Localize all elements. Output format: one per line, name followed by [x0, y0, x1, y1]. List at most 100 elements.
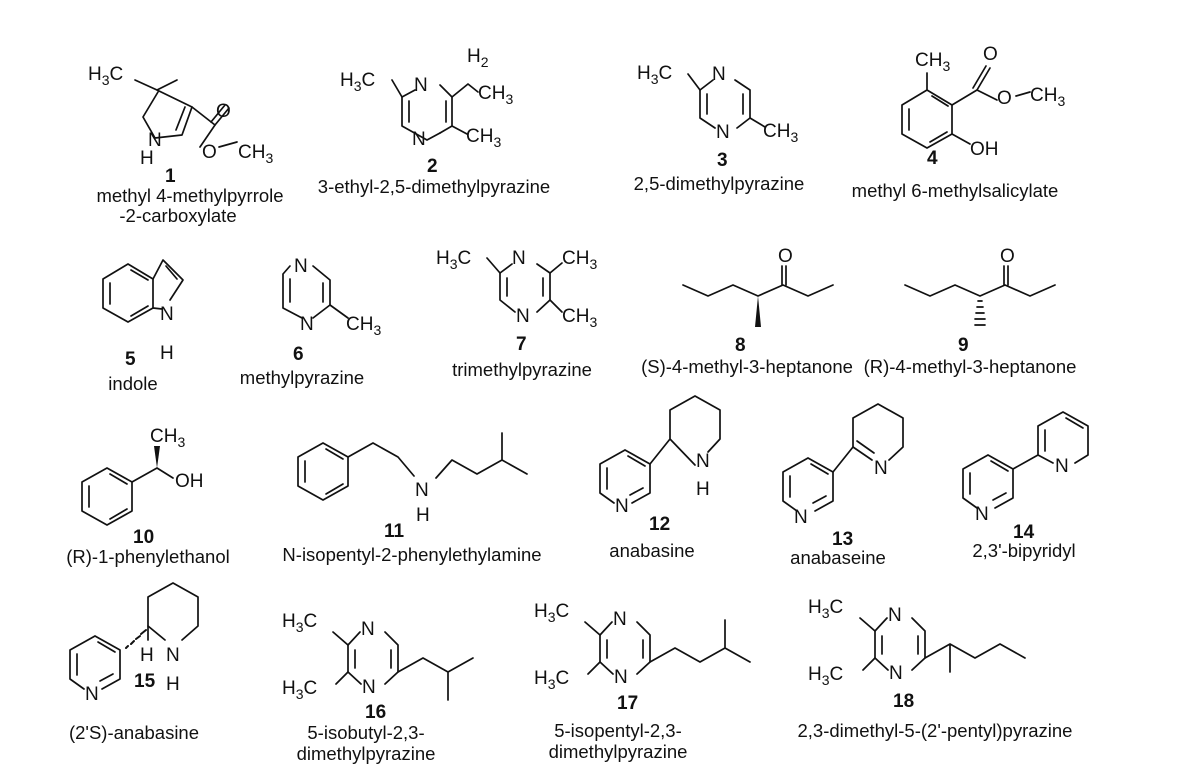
compound-number: 1 [165, 166, 176, 187]
compound-4: CH3 O O CH3 OH 4 methyl 6-methylsalicyla… [852, 44, 1066, 201]
compound-10: CH3 OH 10 (R)-1-phenylethanol [66, 426, 230, 567]
atom-h3c: H3C [340, 70, 375, 94]
atom-n: N [148, 130, 162, 151]
atom-h2: H2 [467, 46, 489, 70]
compound-number: 10 [133, 527, 154, 548]
atom-n: N [512, 248, 526, 269]
atom-n: N [412, 129, 426, 150]
compound-number: 2 [427, 156, 438, 177]
compound-3: H3C N N CH3 3 2,5-dimethylpyrazine [634, 63, 805, 194]
compound-name: anabaseine [790, 547, 886, 568]
compound-name: methylpyrazine [240, 367, 364, 388]
atom-n: N [415, 480, 429, 501]
compound-number: 6 [293, 344, 304, 365]
atom-h3c: H3C [436, 248, 471, 272]
atom-n: N [874, 458, 888, 479]
compound-14: N N 14 2,3'-bipyridyl [962, 411, 1089, 561]
compound-number: 5 [125, 349, 136, 370]
atom-n: N [975, 504, 989, 525]
atom-o: O [778, 246, 793, 267]
atom-ch3: CH3 [238, 142, 273, 166]
compound-name: (S)-4-methyl-3-heptanone [641, 356, 853, 377]
compound-name: indole [108, 373, 157, 394]
atom-ch3: CH3 [150, 426, 185, 450]
atom-n: N [414, 75, 428, 96]
atom-h3c: H3C [534, 668, 569, 692]
compound-number: 4 [927, 148, 938, 169]
compound-number: 3 [717, 150, 728, 171]
atom-n: N [716, 122, 730, 143]
compound-number: 17 [617, 693, 638, 714]
compound-name: 5-isobutyl-2,3- [307, 722, 424, 743]
compound-number: 8 [735, 335, 746, 356]
atom-h: H [160, 343, 174, 364]
compound-name: 2,3-dimethyl-5-(2'-pentyl)pyrazine [798, 720, 1073, 741]
atom-oh: OH [970, 139, 999, 160]
structure-18 [859, 617, 1026, 673]
atom-h3c: H3C [534, 601, 569, 625]
compound-name: anabasine [609, 540, 694, 561]
compound-number: 13 [832, 529, 853, 550]
compound-6: N N CH3 6 methylpyrazine [240, 256, 382, 388]
structure-14 [962, 411, 1089, 509]
structure-8 [682, 265, 834, 297]
compound-1: H3C N H O O CH3 1 methyl 4-methylpyrrole… [88, 64, 284, 226]
structure-15 [69, 582, 199, 690]
structure-4 [901, 65, 1031, 149]
atom-n: N [712, 64, 726, 85]
atom-oh: OH [175, 471, 204, 492]
compound-name: 3-ethyl-2,5-dimethylpyrazine [318, 176, 550, 197]
atom-n: N [516, 306, 530, 327]
atom-n: N [614, 667, 628, 688]
structure-1 [134, 79, 238, 148]
atom-h3c: H3C [637, 63, 672, 87]
compound-name: (2'S)-anabasine [69, 722, 199, 743]
atom-n: N [166, 645, 180, 666]
atom-ch3: CH3 [1030, 85, 1065, 109]
compound-13: N N 13 anabaseine [782, 403, 904, 568]
atom-n: N [160, 304, 174, 325]
compound-name: 2,5-dimethylpyrazine [634, 173, 805, 194]
compound-number: 15 [134, 671, 156, 692]
compound-name: methyl 4-methylpyrrole [96, 185, 283, 206]
compound-9: O 9 (R)-4-methyl-3-heptanone [864, 246, 1077, 377]
atom-h3c: H3C [808, 664, 843, 688]
structure-7 [486, 257, 563, 313]
atom-n: N [613, 609, 627, 630]
atom-o: O [983, 44, 998, 65]
structure-11 [297, 432, 528, 501]
atom-n: N [794, 507, 808, 528]
compound-7: H3C N N CH3 CH3 7 trimethylpyrazine [436, 248, 597, 380]
compound-name: dimethylpyrazine [549, 741, 688, 762]
atom-ch3: CH3 [763, 121, 798, 145]
atom-o: O [216, 101, 231, 122]
structure-16 [332, 631, 474, 701]
compound-11: N H 11 N-isopentyl-2-phenylethylamine [282, 432, 542, 565]
wedge-bond [154, 446, 160, 468]
compound-5: N H 5 indole [102, 259, 184, 394]
compound-name: N-isopentyl-2-phenylethylamine [282, 544, 541, 565]
atom-h3c: H3C [808, 597, 843, 621]
structure-9 [904, 265, 1056, 326]
compound-number: 18 [893, 691, 914, 712]
atom-ch3: CH3 [346, 314, 381, 338]
atom-h3c: H3C [282, 611, 317, 635]
structure-6 [282, 265, 349, 319]
compound-2: H3C N N H2 CH3 CH3 2 3-ethyl-2,5-dimethy… [318, 46, 550, 197]
compound-8: O 8 (S)-4-methyl-3-heptanone [641, 246, 853, 377]
atom-h: H [696, 479, 710, 500]
compound-18: H3C H3C N N 18 2,3-dimethyl-5-(2'-pentyl… [798, 597, 1073, 741]
atom-n: N [362, 677, 376, 698]
compound-name: 2,3'-bipyridyl [972, 540, 1075, 561]
atom-n: N [1055, 456, 1069, 477]
structure-10 [81, 467, 174, 526]
structure-3 [687, 73, 766, 129]
structure-12 [599, 395, 721, 504]
compound-number: 7 [516, 334, 527, 355]
atom-n: N [888, 605, 902, 626]
atom-o: O [202, 142, 217, 163]
structure-13 [782, 403, 904, 512]
atom-ch3: CH3 [915, 50, 950, 74]
atom-ch3: CH3 [562, 248, 597, 272]
